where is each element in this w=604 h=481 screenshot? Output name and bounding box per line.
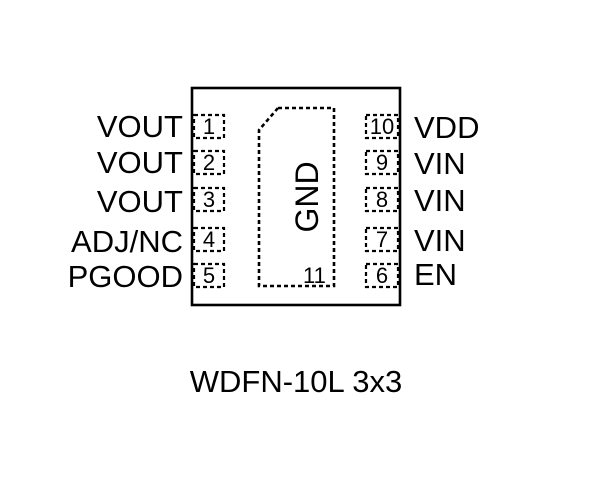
exposed-pad-label: GND (289, 161, 325, 232)
pin-name-4: ADJ/NC (71, 224, 183, 259)
pin-pad-7 (364, 226, 400, 253)
exposed-pad (257, 106, 336, 288)
pin-pad-2 (192, 149, 226, 176)
pin-name-10: VDD (414, 110, 479, 145)
pin-number-8: 8 (376, 187, 388, 212)
exposed-pad-number: 11 (303, 263, 326, 288)
pin-number-7: 7 (376, 227, 388, 252)
pin-name-8: VIN (414, 183, 466, 218)
pin-pad-1 (192, 113, 226, 140)
pin-name-7: VIN (414, 223, 466, 258)
pin-number-2: 2 (203, 150, 215, 175)
pin-name-2: VOUT (97, 145, 183, 180)
package-caption: WDFN-10L 3x3 (190, 364, 402, 399)
pin-name-1: VOUT (97, 109, 183, 144)
pin-name-3: VOUT (97, 184, 183, 219)
pin-pad-9 (364, 149, 400, 176)
pin-name-5: PGOOD (68, 259, 183, 294)
pin-number-5: 5 (203, 263, 215, 288)
pin-number-9: 9 (376, 150, 388, 175)
pin-number-3: 3 (203, 187, 215, 212)
pin-name-6: EN (414, 257, 457, 292)
pin-pad-5 (192, 262, 226, 289)
package-body (190, 86, 402, 307)
left-pins: 1 VOUT 2 VOUT 3 VOUT 4 ADJ/NC 5 PGOOD (68, 109, 226, 294)
pin-pad-8 (364, 186, 400, 213)
pin-number-6: 6 (376, 263, 388, 288)
pin-number-10: 10 (370, 114, 394, 139)
pin-name-9: VIN (414, 146, 466, 181)
pin-pad-6 (364, 262, 400, 289)
pin-number-4: 4 (203, 227, 215, 252)
pin-pad-3 (192, 186, 226, 213)
pin-pad-10 (364, 113, 400, 140)
pin-pad-4 (192, 226, 226, 253)
right-pins: 10 VDD 9 VIN 8 VIN 7 VIN 6 EN (364, 110, 479, 292)
pin-number-1: 1 (203, 114, 215, 139)
